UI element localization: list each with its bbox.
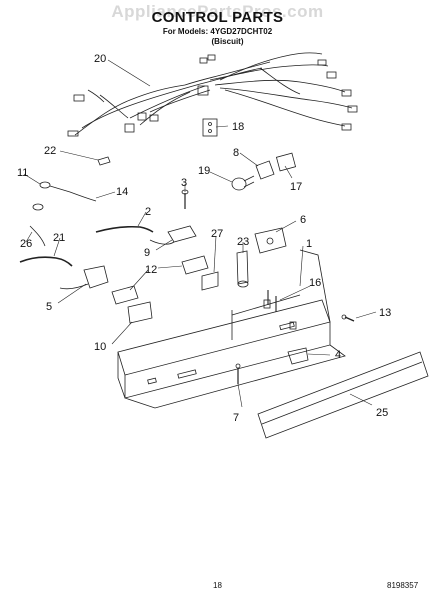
- callout-9: 9: [144, 247, 150, 259]
- part-25-trim: [257, 351, 429, 439]
- part-9-thermostat: [167, 225, 197, 243]
- callout-7: 7: [233, 412, 239, 424]
- callout-5: 5: [46, 301, 52, 313]
- part-22-clip: [97, 156, 111, 166]
- callout-22: 22: [44, 145, 56, 157]
- callout-14: 14: [116, 186, 128, 198]
- page-number: 18: [213, 581, 222, 590]
- part-12-switch-b: [111, 285, 139, 305]
- callout-6: 6: [300, 214, 306, 226]
- part-21-tube: [19, 256, 73, 267]
- leader-lines: [23, 59, 377, 408]
- part-4-clip: [287, 347, 309, 365]
- page-title: CONTROL PARTS: [151, 9, 284, 26]
- callout-4: 4: [335, 349, 341, 361]
- callout-21: 21: [53, 232, 65, 244]
- callout-10: 10: [94, 341, 106, 353]
- part-18-bracket: [202, 118, 218, 137]
- callout-8: 8: [233, 147, 239, 159]
- document-number: 8198357: [387, 581, 419, 590]
- part-8-socket: [255, 160, 275, 180]
- callout-20: 20: [94, 53, 106, 65]
- callout-17: 17: [290, 181, 302, 193]
- wiring-harness: [67, 52, 358, 137]
- callout-16: 16: [309, 277, 321, 289]
- part-14-sensor-wire: [49, 185, 97, 202]
- part-10-label: [127, 301, 153, 324]
- callout-23: 23: [237, 236, 249, 248]
- part-12-switch-a: [181, 255, 209, 275]
- variant-label: (Biscuit): [211, 37, 244, 46]
- callout-1: 1: [306, 238, 312, 250]
- callout-2: 2: [145, 206, 151, 218]
- callout-18: 18: [232, 121, 244, 133]
- callout-26: 26: [20, 238, 32, 250]
- callout-12: 12: [145, 264, 157, 276]
- part-23-knob: [236, 250, 249, 285]
- part-1-control-housing: [117, 249, 346, 409]
- part-6-switch: [254, 227, 287, 254]
- part-26-wire: [29, 225, 46, 247]
- callout-13: 13: [379, 307, 391, 319]
- callout-27: 27: [211, 228, 223, 240]
- callout-25: 25: [376, 407, 388, 419]
- part-5-switch: [83, 265, 109, 289]
- watermark: AppliancePartsPros.com: [111, 2, 324, 21]
- part-17-housing: [275, 152, 297, 172]
- part-27-label: [201, 271, 219, 291]
- part-11-terminal: [39, 181, 51, 189]
- callout-3: 3: [181, 177, 187, 189]
- part-19-bulb: [231, 177, 247, 191]
- callout-19: 19: [198, 165, 210, 177]
- part-2-tube: [95, 225, 154, 233]
- callout-11: 11: [17, 167, 28, 179]
- part-13-screw: [344, 316, 355, 322]
- models-line: For Models: 4YGD27DCHT02: [162, 27, 273, 36]
